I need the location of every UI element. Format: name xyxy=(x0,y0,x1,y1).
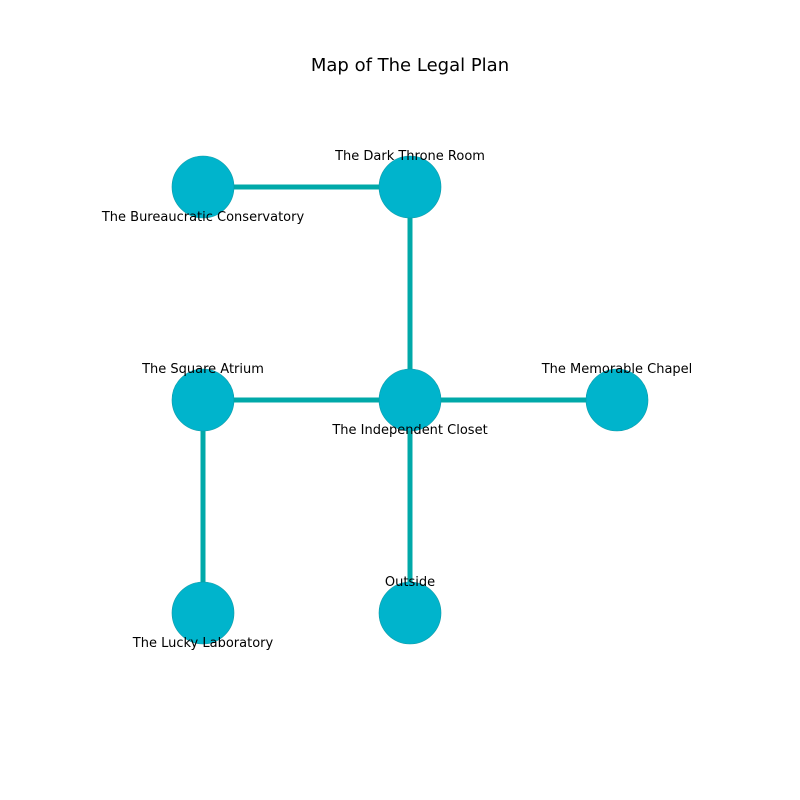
map-title: Map of The Legal Plan xyxy=(310,55,510,76)
room-label-independent-closet: The Independent Closet xyxy=(331,423,487,438)
room-label-bureaucratic-conservatory: The Bureaucratic Conservatory xyxy=(101,210,305,225)
room-label-dark-throne-room: The Dark Throne Room xyxy=(334,149,485,164)
room-node-bureaucratic-conservatory[interactable] xyxy=(171,155,235,219)
room-label-outside: Outside xyxy=(385,575,435,590)
room-node-outside[interactable] xyxy=(378,581,442,645)
rooms-layer xyxy=(171,155,649,645)
room-label-lucky-laboratory: The Lucky Laboratory xyxy=(132,636,274,651)
room-label-memorable-chapel: The Memorable Chapel xyxy=(541,362,693,377)
room-node-independent-closet[interactable] xyxy=(378,368,442,432)
room-labels-layer: The Bureaucratic Conservatory The Dark Th… xyxy=(101,149,692,651)
connections-layer xyxy=(200,184,617,613)
room-node-memorable-chapel[interactable] xyxy=(585,368,649,432)
room-node-dark-throne-room[interactable] xyxy=(378,155,442,219)
room-node-lucky-laboratory[interactable] xyxy=(171,581,235,645)
room-label-square-atrium: The Square Atrium xyxy=(141,362,264,377)
room-node-square-atrium[interactable] xyxy=(171,368,235,432)
